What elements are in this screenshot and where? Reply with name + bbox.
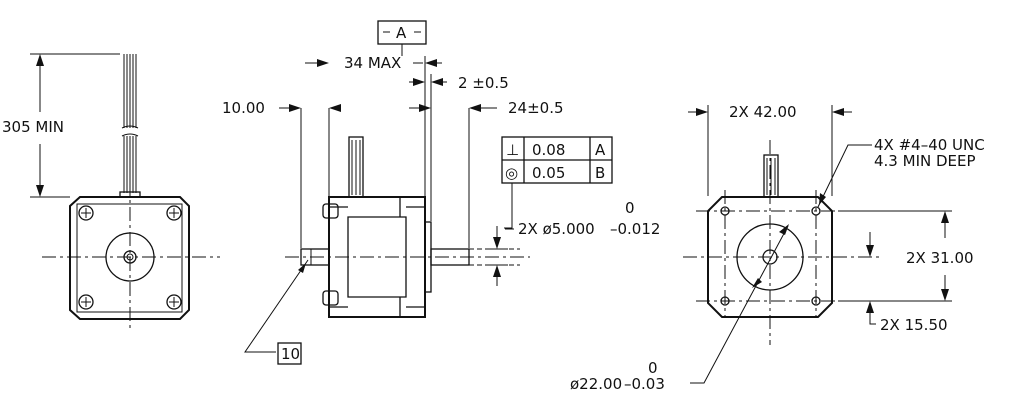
motor-body-outline [69, 196, 190, 320]
mount-holes-line2: 4.3 MIN DEEP [874, 152, 976, 170]
lead-wires [119, 54, 141, 198]
shaft-dia-lower: –0.012 [610, 220, 660, 238]
mount-screws [78, 205, 182, 310]
pilot-dia-label: ø22.00 [570, 375, 622, 393]
fcf-row1-datum: A [595, 141, 606, 159]
front-view: 2X 42.00 4X #4–40 UNC 4.3 MIN DEEP 2X 31… [570, 103, 985, 393]
fcf-row1-value: 0.08 [532, 141, 565, 159]
hole-spacing-dim: 2X 31.00 [906, 249, 974, 267]
fcf-row2-value: 0.05 [532, 164, 565, 182]
body-length-dim: 34 MAX [344, 54, 401, 72]
datum-a-label: A [396, 24, 407, 42]
mount-holes-line1: 4X #4–40 UNC [874, 136, 985, 154]
fcf-row2-symbol: ◎ [505, 164, 518, 182]
shaft-dia-upper: 0 [625, 199, 635, 217]
pilot-dia-upper: 0 [648, 359, 658, 377]
frame-width-dim: 2X 42.00 [729, 103, 797, 121]
shaft-dia-label: 2X ø5.000 [518, 220, 595, 238]
side-view: A 34 MAX 2 ±0.5 [222, 20, 660, 365]
shaft-flat-dim: 10.00 [222, 99, 265, 117]
flange-offset-dim: 2 ±0.5 [458, 74, 509, 92]
pilot-dia-lower: –0.03 [624, 375, 665, 393]
fcf-row2-datum: B [595, 164, 605, 182]
left-end-view: 305 MIN [2, 53, 220, 330]
front-body-outline [707, 196, 833, 318]
feature-control-frame: ⊥ 0.08 A ◎ 0.05 B [501, 136, 613, 184]
lead-length-dim: 305 MIN [2, 118, 64, 136]
callout-note: 10 [281, 345, 300, 363]
hole-half-spacing-dim: 2X 15.50 [880, 316, 948, 334]
fcf-row1-symbol: ⊥ [506, 141, 519, 159]
shaft-length-dim: 24±0.5 [508, 99, 564, 117]
